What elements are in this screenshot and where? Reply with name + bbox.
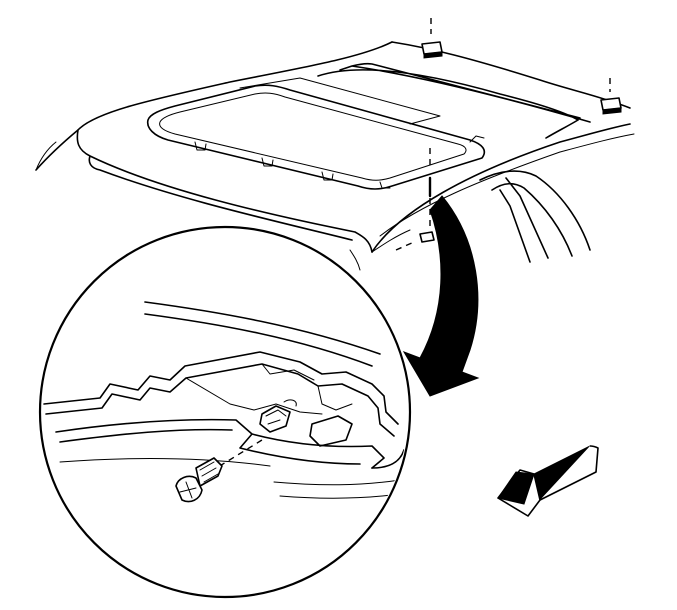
roof-panel-front-edge [371,123,631,253]
roof-nut-front-left [421,18,443,59]
sunroof-frame-inner [159,92,467,181]
detail-bolt [175,439,263,503]
sunroof-frame-outer [146,84,486,190]
sunroof-lid [239,77,441,125]
side-window-line [349,229,411,271]
roof-panel-left-edge [35,129,79,171]
callout-arrow [402,195,480,397]
detail-clip [259,399,297,433]
roof-left-pillar [35,141,57,171]
detail-roof-skin [144,301,381,367]
detail-flange-inner [185,363,353,415]
roof-inner-front-line [379,133,635,237]
sunroof-frame-tabs [194,135,485,189]
detail-view [38,225,412,599]
roof-nut-center [395,148,435,251]
roof-rear-rail [317,62,591,139]
roof-panel-outline [76,41,393,253]
roof-nut-rear-right [600,78,622,115]
windshield-frame [479,170,591,263]
vehicle-front-arrow [497,445,599,517]
detail-reinforcement [55,418,385,469]
detail-flange-tab [309,415,405,469]
roof-assembly [35,18,635,271]
detail-circle [38,225,412,599]
